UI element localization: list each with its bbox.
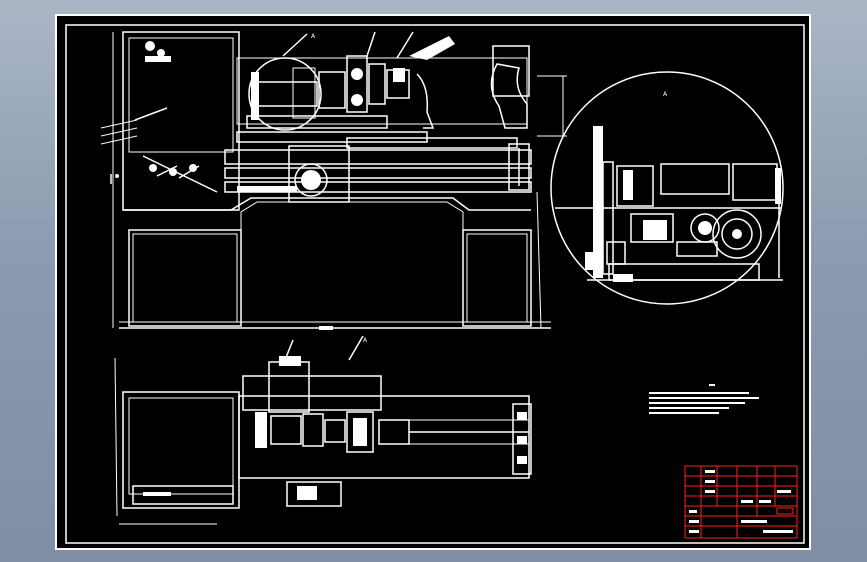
right-pedestal (462, 229, 532, 327)
title-block-frame (684, 465, 798, 539)
sheet-border (65, 24, 805, 544)
lathe-bed (224, 149, 532, 165)
left-pedestal (128, 229, 242, 327)
detail-circle (550, 71, 784, 305)
headstock-outline (122, 31, 240, 211)
cad-drawing-viewport[interactable]: A A (55, 14, 811, 550)
top-headstock (122, 391, 240, 509)
tailstock (492, 45, 530, 97)
title-block (684, 465, 798, 539)
detail-view-a: A (550, 71, 784, 305)
top-bed (238, 395, 530, 479)
technical-notes (649, 384, 759, 414)
chuck (248, 57, 322, 131)
section-label-a: A (311, 33, 316, 40)
lathe-top-view: A (114, 335, 532, 525)
top-view-label-a: A (363, 337, 368, 344)
detail-label-a: A (663, 91, 668, 98)
lathe-front-view: A (100, 31, 567, 330)
drawing-sheet: A A (65, 24, 805, 544)
